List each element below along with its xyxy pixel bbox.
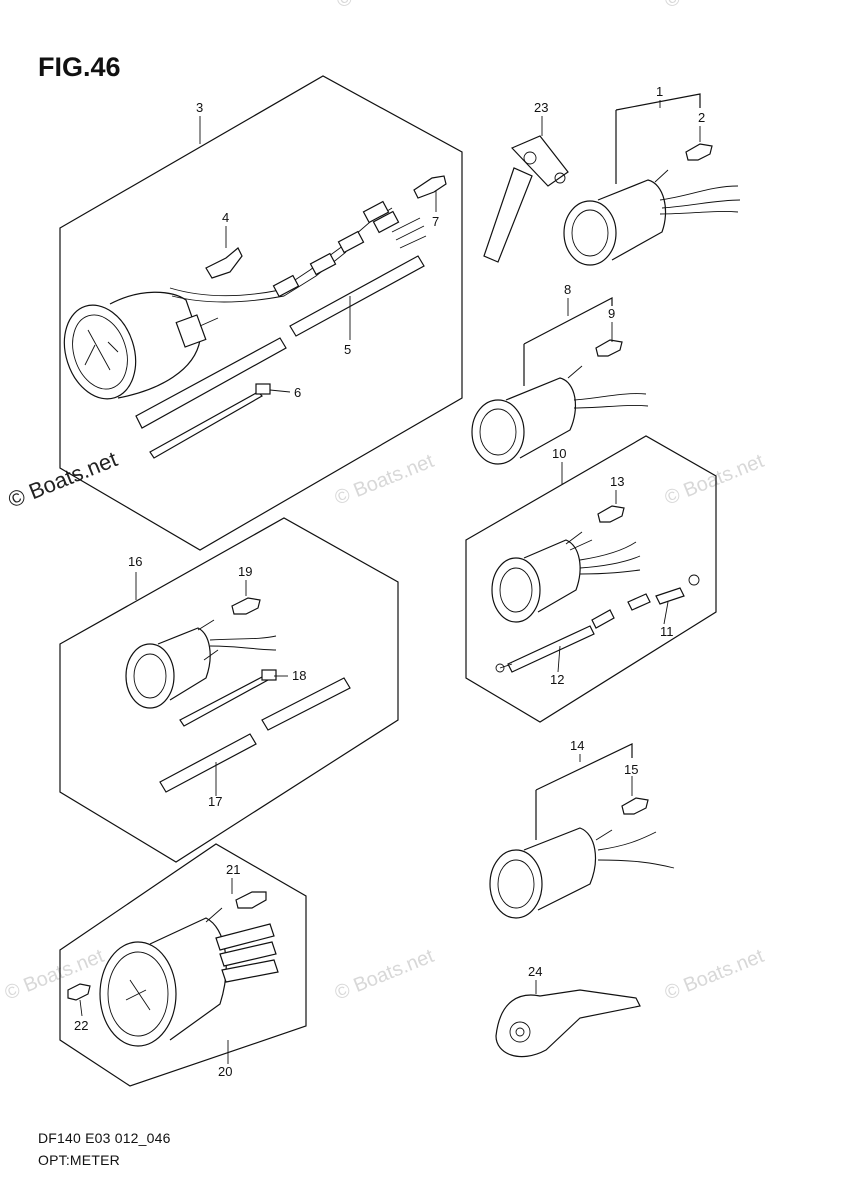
group-14-kit	[489, 743, 675, 1058]
callout-5: 5	[344, 342, 351, 357]
watermark-text: © Boats.net	[332, 450, 438, 510]
callout-19: 19	[238, 564, 252, 579]
callout-22: 22	[74, 1018, 88, 1033]
callout-16: 16	[128, 554, 142, 569]
watermark-boats-net: © Boats.net	[5, 446, 121, 512]
watermark-text: © Boats.net	[334, 0, 440, 13]
figure-title: FIG.46	[38, 52, 121, 82]
watermark-text: © Boats.net	[2, 945, 108, 1005]
callout-1: 1	[656, 84, 663, 99]
callout-9: 9	[608, 306, 615, 321]
watermark-text: © Boats.net	[332, 945, 438, 1005]
callout-4: 4	[222, 210, 229, 225]
callout-15: 15	[624, 762, 638, 777]
callout-numbers: 1 2 3 4 5 6 7 8 9 10 11 12 13 14 15 16 1…	[74, 84, 705, 1079]
callout-18: 18	[292, 668, 306, 683]
footer-diagram-code: DF140 E03 012_046	[38, 1130, 171, 1146]
group-3-kit	[59, 75, 463, 551]
callout-20: 20	[218, 1064, 232, 1079]
watermark-text: © Boats.net	[662, 0, 768, 13]
group-20-kit	[59, 843, 307, 1087]
callout-13: 13	[610, 474, 624, 489]
callout-11: 11	[660, 624, 674, 639]
callout-7: 7	[432, 214, 439, 229]
watermark-text: © Boats.net	[662, 450, 768, 510]
callout-21: 21	[226, 862, 240, 877]
callout-24: 24	[528, 964, 542, 979]
callout-8: 8	[564, 282, 571, 297]
watermark-layer: © Boats.net © Boats.net © Boats.net © Bo…	[2, 0, 768, 1005]
group-8-kit	[471, 297, 649, 465]
group-10-kit	[465, 435, 717, 723]
group-1-kit	[483, 93, 741, 266]
callout-17: 17	[208, 794, 222, 809]
callout-14: 14	[570, 738, 584, 753]
group-16-kit	[59, 517, 399, 863]
callout-6: 6	[294, 385, 301, 400]
footer-diagram-name: OPT:METER	[38, 1152, 120, 1168]
callout-2: 2	[698, 110, 705, 125]
callout-12: 12	[550, 672, 564, 687]
leader-lines	[79, 100, 701, 1064]
callout-3: 3	[196, 100, 203, 115]
callout-23: 23	[534, 100, 548, 115]
callout-10: 10	[552, 446, 566, 461]
watermark-text: © Boats.net	[662, 945, 768, 1005]
